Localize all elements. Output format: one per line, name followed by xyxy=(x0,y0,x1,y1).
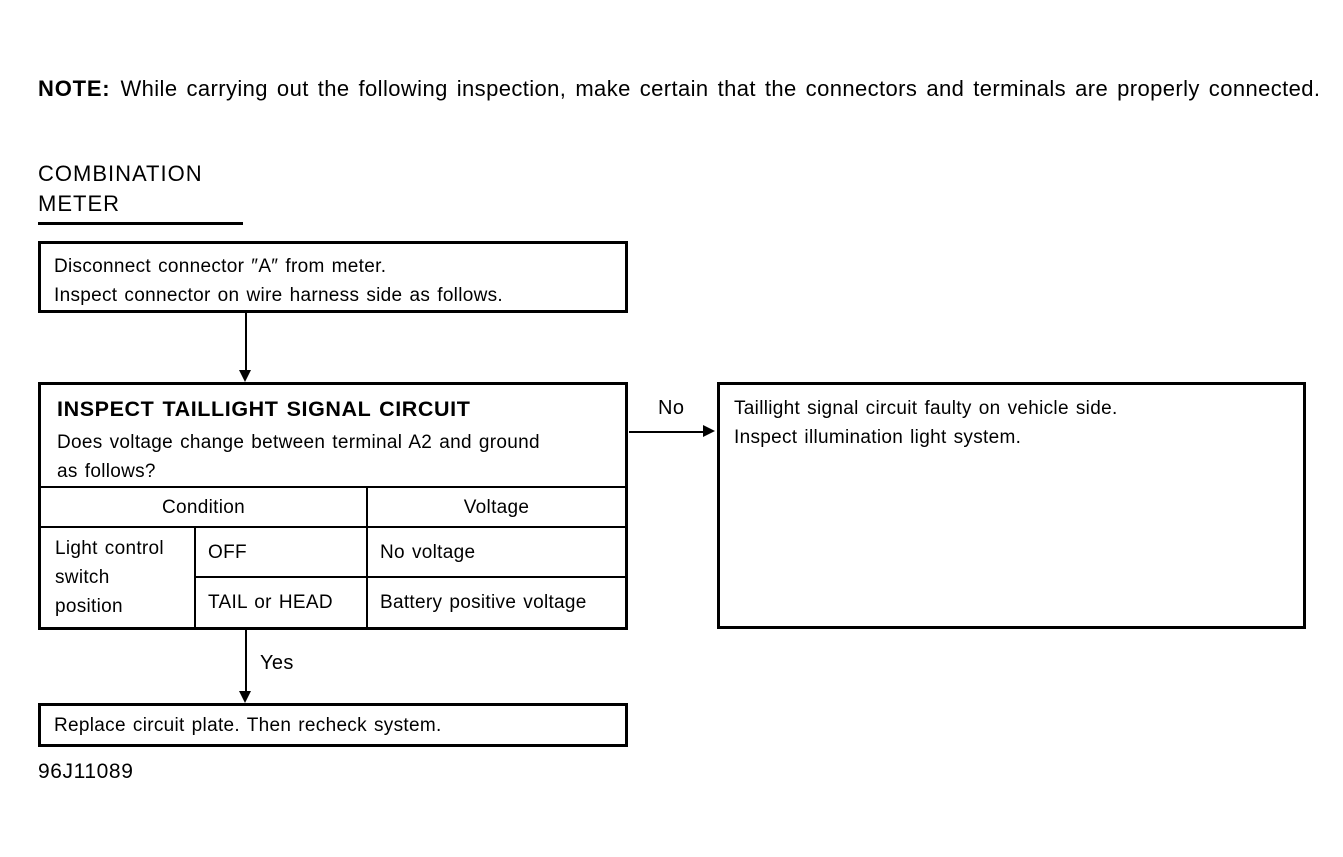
note-paragraph: NOTE: While carrying out the following in… xyxy=(38,74,1322,104)
right-arrow-icon xyxy=(629,425,715,438)
step-inspect-title: INSPECT TAILLIGHT SIGNAL CIRCUIT xyxy=(57,397,471,421)
arrow-line xyxy=(244,630,247,692)
table-row-group-label: Light control switch position xyxy=(41,528,196,627)
table-cell-voltage-off: No voltage xyxy=(366,528,625,578)
yes-branch-label: Yes xyxy=(260,652,294,674)
table-cell-condition-off: OFF xyxy=(196,528,366,578)
no-result-line2: Inspect illumination light system. xyxy=(734,427,1022,448)
table-cell-voltage-tail: Battery positive voltage xyxy=(366,578,625,627)
table-header-condition: Condition xyxy=(41,488,366,528)
figure-code: 96J11089 xyxy=(38,760,134,783)
yes-result-text: Replace circuit plate. Then recheck syst… xyxy=(54,714,442,736)
no-result-box: Taillight signal circuit faulty on vehic… xyxy=(717,382,1306,629)
arrow-line xyxy=(629,430,704,433)
section-heading: COMBINATION METER xyxy=(38,159,243,225)
note-text: While carrying out the following inspect… xyxy=(120,76,1321,101)
table-cell-condition-tail: TAIL or HEAD xyxy=(208,592,333,613)
no-branch-label: No xyxy=(658,397,685,419)
down-arrow-icon xyxy=(239,630,252,703)
arrowhead-down-icon xyxy=(239,370,251,382)
step-disconnect-line1: Disconnect connector ″A″ from meter. xyxy=(54,256,387,277)
arrowhead-down-icon xyxy=(239,691,251,703)
voltage-table: Condition Voltage Light control switch p… xyxy=(41,486,625,627)
down-arrow-icon xyxy=(239,313,252,382)
arrow-line xyxy=(244,313,247,371)
section-heading-line1: COMBINATION xyxy=(38,161,203,186)
step-disconnect-box: Disconnect connector ″A″ from meter. Ins… xyxy=(38,241,628,313)
no-result-line1: Taillight signal circuit faulty on vehic… xyxy=(734,398,1118,419)
step-disconnect-line2: Inspect connector on wire harness side a… xyxy=(54,285,503,306)
step-inspect-question-line2: as follows? xyxy=(57,461,156,482)
section-heading-line2: METER xyxy=(38,189,243,225)
yes-result-box: Replace circuit plate. Then recheck syst… xyxy=(38,703,628,747)
arrowhead-right-icon xyxy=(703,425,715,437)
note-label: NOTE: xyxy=(38,76,111,101)
table-header-voltage: Voltage xyxy=(366,488,625,528)
step-inspect-box: INSPECT TAILLIGHT SIGNAL CIRCUIT Does vo… xyxy=(38,382,628,630)
step-inspect-question-line1: Does voltage change between terminal A2 … xyxy=(57,432,540,453)
step-inspect-header: INSPECT TAILLIGHT SIGNAL CIRCUIT Does vo… xyxy=(41,385,625,486)
